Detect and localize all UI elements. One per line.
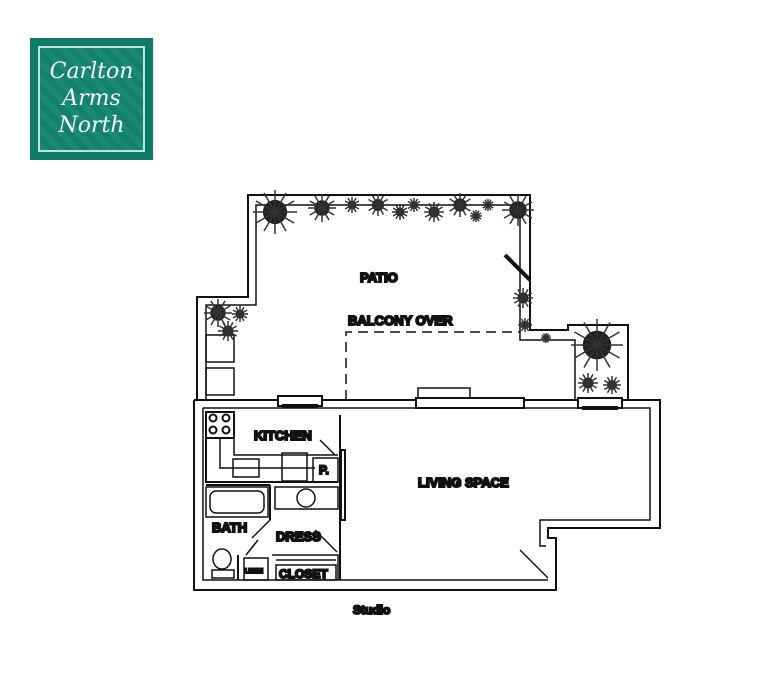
patio-walls bbox=[196, 194, 629, 400]
pantry-label: P. bbox=[319, 463, 329, 477]
plant-icon bbox=[502, 194, 534, 226]
plant-icon bbox=[308, 194, 336, 222]
plant-icon bbox=[571, 319, 623, 371]
plant-icon bbox=[344, 197, 360, 213]
logo-frame: Carlton Arms North bbox=[38, 46, 145, 152]
plant-icon bbox=[253, 190, 297, 234]
plant-icon bbox=[603, 376, 621, 394]
patio-label: PATIO bbox=[360, 270, 398, 285]
plants bbox=[204, 190, 623, 394]
plant-icon bbox=[518, 318, 532, 332]
closet-label: CLOSET bbox=[279, 567, 328, 581]
plant-icon bbox=[513, 288, 533, 308]
plant-icon bbox=[424, 202, 444, 222]
balcony-over-label: BALCONY OVER bbox=[348, 313, 453, 328]
unit-walls bbox=[193, 387, 661, 591]
plant-icon bbox=[218, 321, 238, 341]
plant-icon bbox=[232, 306, 248, 322]
plant-icon bbox=[367, 194, 389, 216]
plant-icon bbox=[392, 204, 408, 220]
logo-line-2: Arms bbox=[62, 86, 121, 111]
studio-caption: Studio bbox=[353, 603, 390, 617]
carlton-arms-north-logo: Carlton Arms North bbox=[30, 38, 153, 160]
bath-label: BATH bbox=[212, 520, 247, 535]
linen-label: LINEN bbox=[245, 569, 263, 575]
plant-icon bbox=[448, 193, 472, 217]
balcony-over-line bbox=[345, 331, 520, 400]
living-space-label: LIVING SPACE bbox=[418, 475, 509, 490]
logo-line-3: North bbox=[58, 113, 125, 138]
logo-line-1: Carlton bbox=[49, 59, 134, 84]
logo-text: Carlton Arms North bbox=[40, 58, 143, 139]
kitchen-label: KITCHEN bbox=[254, 428, 312, 443]
plant-icon bbox=[578, 373, 598, 393]
plant-icon bbox=[470, 210, 482, 222]
plant-icon bbox=[482, 199, 494, 211]
dress-label: DRESS bbox=[276, 529, 321, 544]
plant-icon bbox=[541, 333, 551, 343]
plant-icon bbox=[407, 198, 421, 212]
plant-icon bbox=[204, 299, 232, 327]
